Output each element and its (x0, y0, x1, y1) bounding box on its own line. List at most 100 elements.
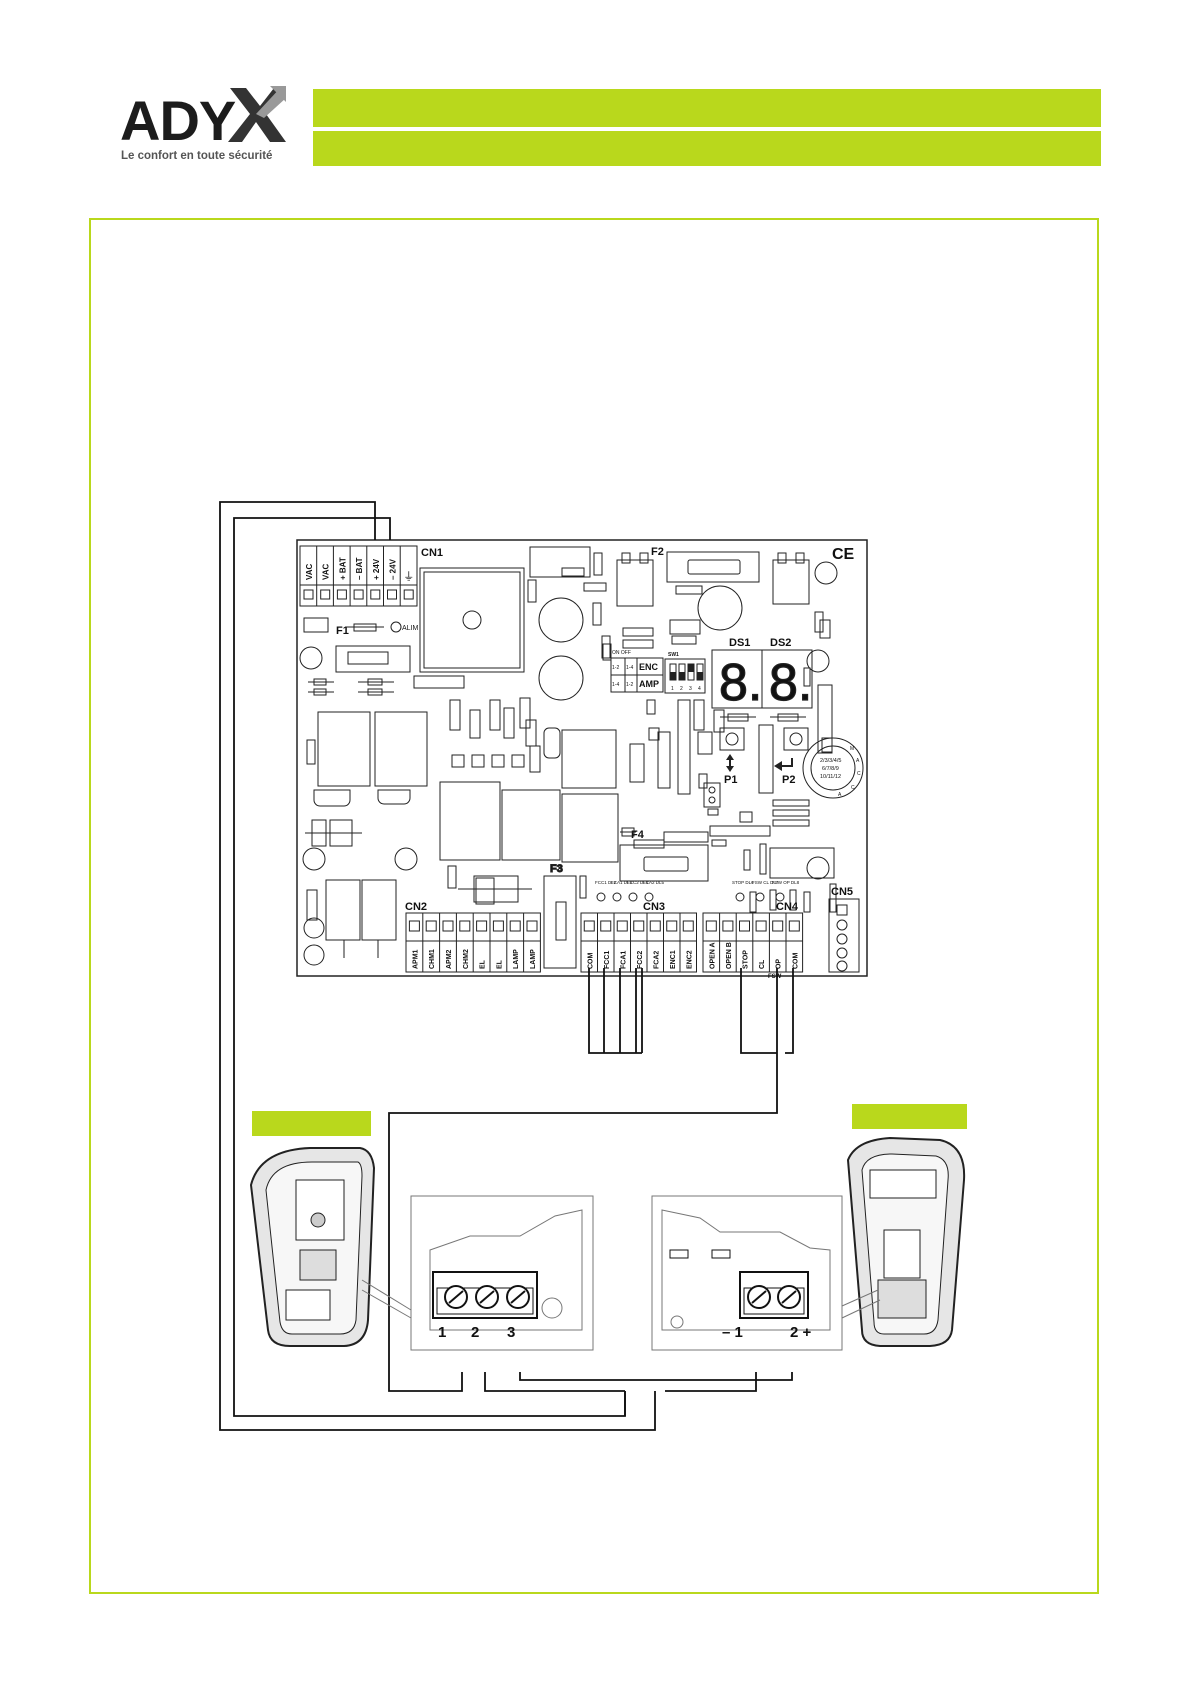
receiver-terminal-label: 2 (471, 1324, 479, 1341)
cn3-label: FCA1 (620, 951, 627, 969)
receiver-terminal-label: 3 (507, 1324, 515, 1341)
cn4-screw (772, 920, 784, 932)
cn2-label: CHM1 (429, 949, 436, 969)
cn4-label: OP (776, 959, 783, 969)
transmitter-terminal-label: 2 + (790, 1324, 812, 1341)
jumper-label: 1-2 (612, 665, 619, 671)
cn2-label: EL (480, 959, 487, 969)
cn2-screw (509, 920, 521, 932)
cn2-label: LAMP (513, 949, 520, 969)
cn1-terminal-label: – BAT (355, 557, 364, 580)
cn1-screw (387, 589, 397, 600)
f2-label: F2 (651, 546, 664, 558)
led-icon (596, 892, 606, 902)
ds2-label: DS2 (770, 637, 791, 649)
fsw-label: FSW (768, 974, 782, 980)
tagline: Le confort en toute sécurité (121, 150, 273, 162)
selector-letter: A (856, 758, 860, 764)
header-bar-top (313, 89, 1101, 127)
cn2-label: APM2 (446, 949, 453, 969)
cn4-label: COM (792, 953, 799, 970)
cn3-label: FCA2 (653, 951, 660, 969)
cn1-terminal-label: – 24V (389, 558, 398, 580)
cn3-screw (666, 920, 678, 932)
cn2-title: CN2 (405, 901, 427, 913)
cn1-screw (370, 589, 381, 600)
receiver-housing (249, 1147, 412, 1347)
cn4-screw (739, 920, 750, 932)
transmitter-housing (841, 1136, 966, 1347)
led-icon (628, 892, 638, 902)
cn4-label: OPEN A (709, 942, 716, 969)
selector-text: 2/3/3/4/5 (820, 758, 841, 764)
cn3-screw (600, 920, 612, 932)
header-bar-bottom (313, 131, 1101, 166)
p1-label: P1 (724, 774, 737, 786)
sw1-pos: 2 (680, 686, 683, 692)
sw1-dip-switch: SW1 1 2 3 4 (664, 652, 706, 694)
selector-letter: C (857, 771, 861, 777)
receiver-tag (252, 1111, 371, 1136)
p2-button: P2 (774, 727, 809, 786)
cn4-screw (755, 920, 767, 932)
cn1-screw (320, 589, 331, 600)
cn2-label: CHM2 (463, 949, 470, 969)
cn1-terminal-label: + BAT (338, 557, 347, 580)
transmitter-terminal-label: – 1 (722, 1324, 743, 1341)
cn3-screw (633, 920, 645, 932)
cn1-terminal-label: VAC (305, 563, 314, 580)
cn3-title: CN3 (643, 901, 665, 913)
selector-text: 6/7/8/9 (822, 766, 839, 772)
cn4-led-label: FSW OP DL8 (772, 880, 800, 885)
cn2-screw (492, 920, 504, 932)
sw1-pos: 1 (671, 686, 674, 692)
jumper-label: 1-2 (626, 682, 633, 688)
enc-amp-jumpers: ON OFF 1-2 1-4 1-4 1-2 ENC AMP (610, 650, 664, 693)
led-icon (735, 892, 745, 902)
cn2-label: APM1 (412, 949, 419, 969)
cn3-led-label: FCC1 DL2 (595, 880, 617, 885)
cn4-label: CL (759, 959, 766, 969)
receiver-panel: 1 2 3 (410, 1195, 594, 1351)
cn3-screw (682, 920, 694, 932)
p2-label: P2 (782, 774, 795, 786)
cn1-label: CN1 (421, 547, 443, 559)
cn4-screw (788, 920, 800, 932)
ds1-label: DS1 (729, 637, 750, 649)
ds2-digit: 8. (769, 654, 812, 712)
receiver-terminal-label: 1 (438, 1324, 446, 1341)
cn2-label: EL (496, 959, 503, 969)
f4-label: F4 (631, 829, 645, 841)
f3-label: F3 (550, 863, 563, 875)
sw1-pos: 3 (689, 686, 692, 692)
cn3-label: ENC2 (686, 950, 693, 969)
cn3-screw (583, 920, 595, 932)
alim-label: ALIM (402, 625, 419, 632)
cn3-screw (616, 920, 628, 932)
cn1-terminal-label: VAC (322, 563, 331, 580)
led-icon (775, 892, 785, 902)
cn1-screw (353, 589, 364, 600)
cn5-connector: CN5 (828, 886, 860, 973)
cn2-screw (459, 920, 471, 932)
cn1-terminal-label: + 24V (372, 558, 381, 580)
cn2-screw (476, 920, 488, 932)
p1-button: P1 (719, 727, 745, 786)
ds1-digit: 8. (719, 654, 762, 712)
cn4-screw (722, 920, 734, 932)
amp-label: AMP (639, 679, 659, 689)
cn4-title: CN4 (776, 901, 799, 913)
led-icon (644, 892, 654, 902)
jumper-label: 1-4 (612, 682, 619, 688)
logo-text: ADY (120, 89, 236, 152)
cn3-label: FCC2 (637, 951, 644, 969)
cn1-screw (336, 589, 347, 600)
cn2-label: LAMP (530, 949, 537, 969)
selector-letter: C (851, 785, 855, 791)
cn1-screw (403, 589, 414, 600)
cn2-screw (425, 920, 437, 932)
cn3-label: COM (587, 953, 594, 970)
